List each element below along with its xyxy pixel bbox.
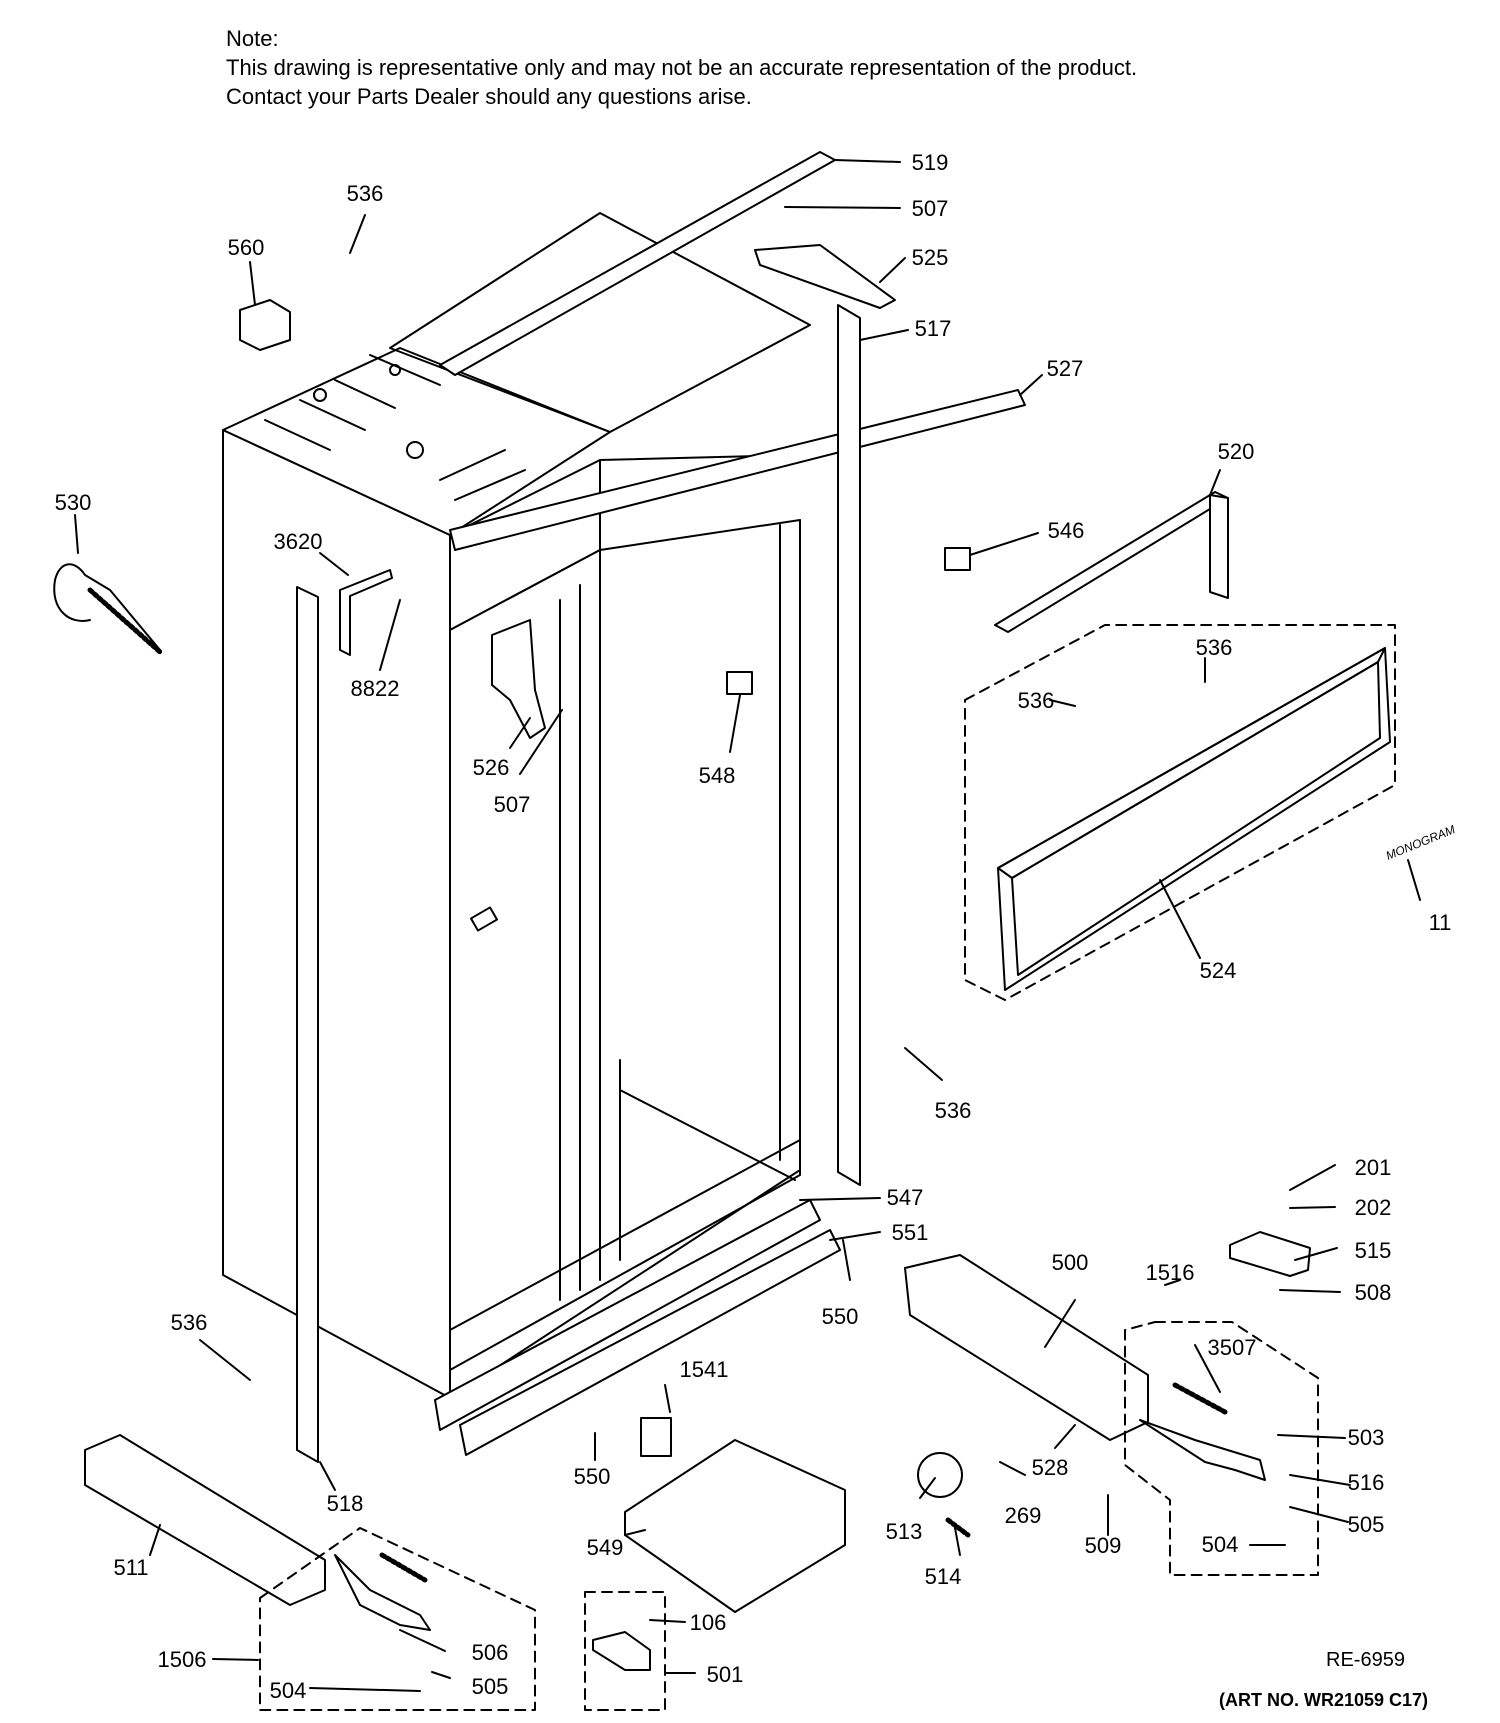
part-label-1506: 1506 <box>158 1647 207 1672</box>
part-label-511: 511 <box>113 1555 148 1580</box>
part-500-channel <box>904 1254 1149 1441</box>
drawing-reference: RE-6959 <box>1326 1649 1405 1671</box>
note-line-2: Contact your Parts Dealer should any que… <box>226 84 752 109</box>
part-label-505: 505 <box>472 1674 509 1699</box>
leader-lines <box>74 159 1421 1692</box>
art-number: (ART NO. WR21059 C17) <box>1219 1690 1429 1710</box>
part-label-3507: 3507 <box>1208 1335 1257 1360</box>
part-label-517: 517 <box>915 316 952 341</box>
part-label-547: 547 <box>887 1185 924 1210</box>
part-label-519: 519 <box>912 150 949 175</box>
part-label-546: 546 <box>1048 518 1085 543</box>
part-501-hinge-kit <box>584 1591 666 1711</box>
part-517-trim <box>837 304 861 1186</box>
part-511-channel <box>84 1434 326 1606</box>
part-label-548: 548 <box>699 763 736 788</box>
part-label-1541: 1541 <box>680 1357 729 1382</box>
part-label-504: 504 <box>270 1678 307 1703</box>
part-549-tray <box>624 1439 846 1613</box>
part-551-kickplate <box>459 1229 841 1456</box>
part-label-503: 503 <box>1348 1425 1385 1450</box>
part-label-530: 530 <box>55 490 92 515</box>
part-3620-bracket <box>339 569 393 656</box>
part-label-536: 536 <box>1196 635 1233 660</box>
part-530-power-cord <box>53 563 163 655</box>
part-546-clip <box>944 547 971 571</box>
part-label-202: 202 <box>1355 1195 1392 1220</box>
part-label-536: 536 <box>1018 688 1055 713</box>
part-label-520: 520 <box>1218 439 1255 464</box>
part-label-513: 513 <box>886 1519 923 1544</box>
part-label-507: 507 <box>494 792 531 817</box>
part-label-550: 550 <box>822 1304 859 1329</box>
part-524-panel <box>964 624 1396 1001</box>
part-label-8822: 8822 <box>351 676 400 701</box>
part-548-clip <box>726 671 753 695</box>
part-label-506: 506 <box>472 1640 509 1665</box>
note-line-1: This drawing is representative only and … <box>226 55 1138 80</box>
part-label-1516: 1516 <box>1146 1260 1195 1285</box>
part-label-524: 524 <box>1200 958 1237 983</box>
part-label-528: 528 <box>1032 1455 1069 1480</box>
part-label-505: 505 <box>1348 1512 1385 1537</box>
part-label-550: 550 <box>574 1464 611 1489</box>
part-label-106: 106 <box>690 1610 727 1635</box>
part-label-560: 560 <box>228 235 265 260</box>
part-label-508: 508 <box>1355 1280 1392 1305</box>
part-515-hinge <box>1229 1231 1311 1277</box>
part-label-536: 536 <box>171 1310 208 1335</box>
part-520-bracket <box>994 491 1229 633</box>
part-label-515: 515 <box>1355 1238 1392 1263</box>
part-label-526: 526 <box>473 755 510 780</box>
part-label-501: 501 <box>707 1662 744 1687</box>
part-514-spring <box>945 1517 971 1538</box>
part-label-509: 509 <box>1085 1533 1122 1558</box>
part-1541-transformer <box>640 1417 672 1457</box>
part-1516-hinge-kit <box>1124 1321 1319 1576</box>
cabinet-case <box>222 212 811 1399</box>
part-label-525: 525 <box>912 245 949 270</box>
disclaimer-note: Note: This drawing is representative onl… <box>226 24 1137 111</box>
part-label-551: 551 <box>892 1220 929 1245</box>
part-label-500: 500 <box>1052 1250 1089 1275</box>
part-label-518: 518 <box>327 1491 364 1516</box>
part-1506-hinge-kit <box>259 1527 536 1711</box>
part-label-507: 507 <box>912 196 949 221</box>
part-label-504: 504 <box>1202 1532 1239 1557</box>
part-547-kickplate <box>434 1199 821 1431</box>
part-label-269: 269 <box>1005 1503 1042 1528</box>
part-label-527: 527 <box>1047 356 1084 381</box>
part-label-3620: 3620 <box>274 529 323 554</box>
part-label-536: 536 <box>347 181 384 206</box>
part-527-rail <box>449 389 1026 551</box>
part-label-11: 11 <box>1429 910 1452 935</box>
part-560-bracket <box>239 299 291 351</box>
part-label-549: 549 <box>587 1535 624 1560</box>
part-label-201: 201 <box>1355 1155 1392 1180</box>
part-label-536: 536 <box>935 1098 972 1123</box>
part-525-hinge <box>754 244 896 309</box>
part-526-hinge <box>491 619 546 739</box>
monogram-logo: MONOGRAM <box>1384 822 1457 862</box>
part-label-514: 514 <box>925 1564 962 1589</box>
part-label-516: 516 <box>1348 1470 1385 1495</box>
part-518-trim <box>296 586 319 1463</box>
note-heading: Note: <box>226 26 279 51</box>
